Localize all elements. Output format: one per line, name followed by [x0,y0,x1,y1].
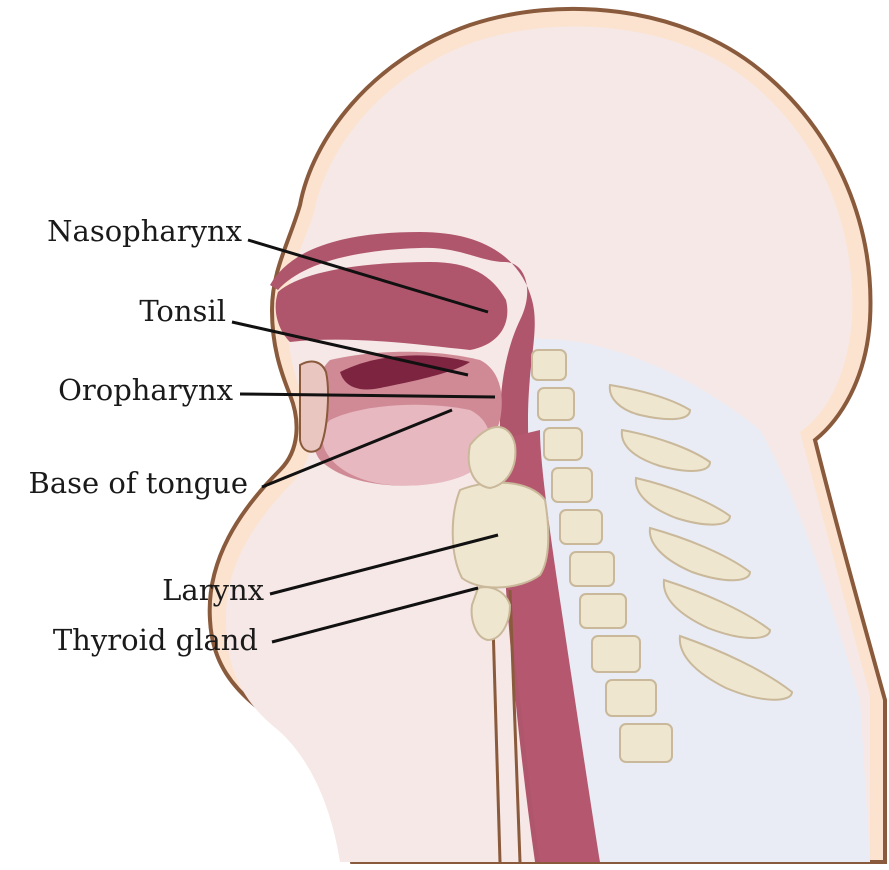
label-tonsil: Tonsil [139,297,226,326]
label-thyroid-gland: Thyroid gland [53,626,258,655]
label-base-of-tongue: Base of tongue [29,469,248,498]
label-oropharynx: Oropharynx [58,376,233,405]
larynx-cartilage [453,483,549,588]
label-nasopharynx: Nasopharynx [47,217,242,246]
label-larynx: Larynx [162,576,264,605]
lips [300,361,328,451]
